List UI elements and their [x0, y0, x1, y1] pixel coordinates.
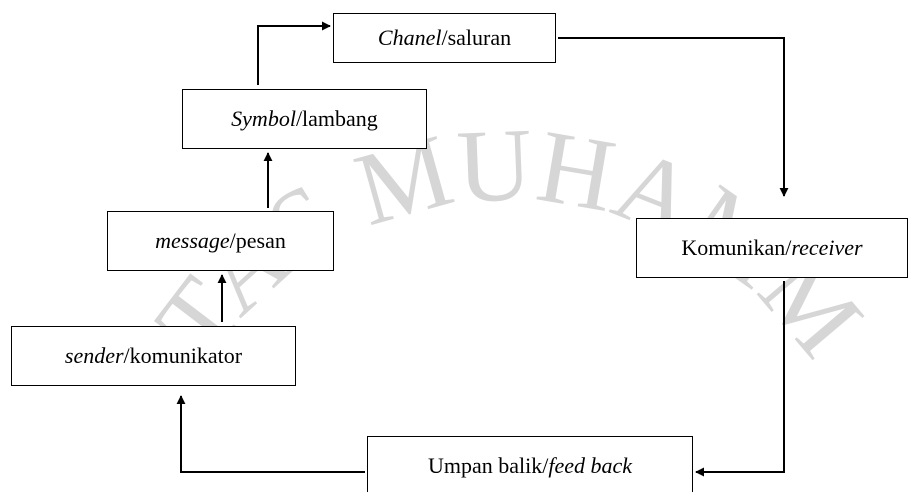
arrow-receiver-to-feedback: [695, 281, 785, 477]
node-receiver-plain: Komunikan/: [681, 235, 792, 260]
node-message: message/pesan: [107, 211, 334, 271]
node-receiver: Komunikan/receiver: [636, 218, 908, 278]
node-symbol: Symbol/lambang: [182, 89, 427, 149]
node-symbol-plain: /lambang: [295, 106, 378, 131]
node-message-italic: message: [155, 228, 230, 253]
node-symbol-italic: Symbol: [231, 106, 296, 131]
node-feedback-italic: feed back: [548, 453, 633, 478]
node-receiver-italic: receiver: [791, 235, 863, 260]
node-channel-plain: /saluran: [441, 25, 512, 50]
node-sender-italic: sender: [64, 343, 124, 368]
node-feedback: Umpan balik/feed back: [367, 436, 693, 492]
arrow-feedback-to-sender: [176, 395, 365, 473]
node-sender-plain: /komunikator: [123, 343, 243, 368]
node-channel: Chanel/saluran: [333, 13, 556, 63]
node-message-plain: /pesan: [229, 228, 286, 253]
node-sender: sender/komunikator: [11, 326, 296, 386]
arrow-channel-to-receiver: [558, 37, 789, 197]
node-feedback-plain: Umpan balik/: [427, 453, 549, 478]
arrow-symbol-to-channel: [257, 21, 331, 85]
node-channel-italic: Chanel: [377, 25, 442, 50]
